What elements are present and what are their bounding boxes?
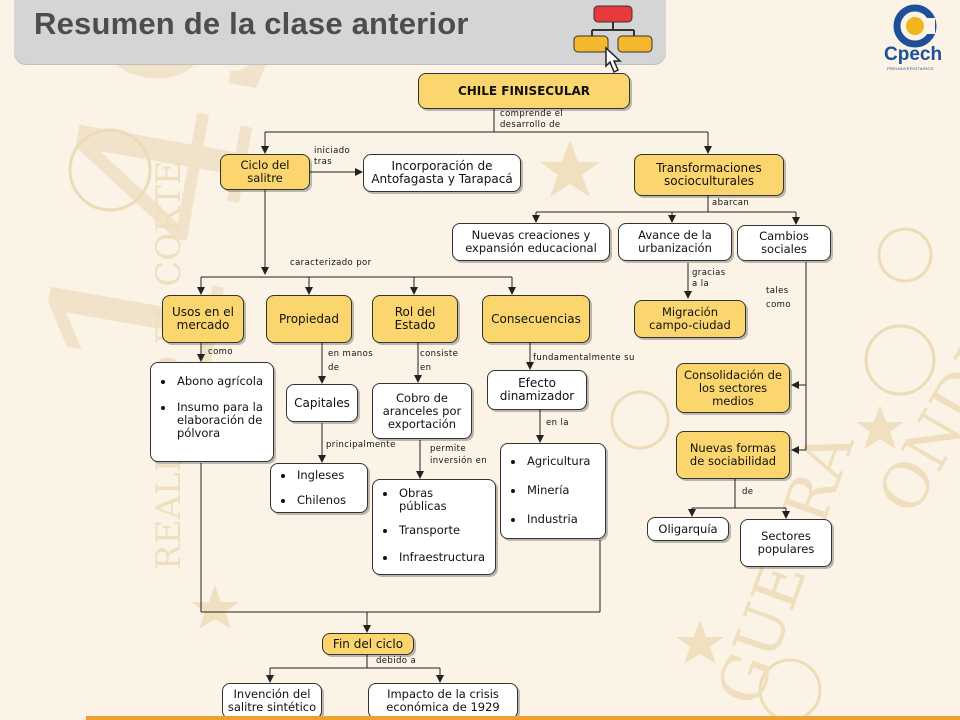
label-consiste: consiste en [420,349,459,373]
node-capitales: Capitales [286,384,358,422]
concept-map-click-icon [573,5,653,74]
list-item: Minería [525,484,599,497]
label-debido: debido a [376,656,417,666]
node-sectores-populares: Sectores populares [740,519,832,567]
page-title: Resumen de la clase anterior [34,6,469,41]
label-en-manos: en manos de [328,349,374,373]
list-obras: Obras públicas Transporte Infraestructur… [372,479,496,575]
logo-text: Cpech [884,44,943,65]
cpech-logo-icon [893,4,937,48]
list-item: Chilenos [295,494,361,507]
node-consolidacion: Consolidación de los sectores medios [676,363,790,413]
node-ciclo-del-salitre: Ciclo del salitre [220,154,310,190]
label-como: como [208,347,233,357]
node-nuevas-creaciones: Nuevas creaciones y expansión educaciona… [452,223,610,261]
list-item: Obras públicas [397,487,489,513]
bottom-rule [86,716,960,720]
list-propiedad: Ingleses Chilenos [270,463,368,513]
node-avance-urbanizacion: Avance de la urbanización [618,223,732,261]
node-fin-ciclo: Fin del ciclo [322,633,414,655]
list-item: Agricultura [525,455,599,468]
node-nuevas-formas: Nuevas formas de sociabilidad [676,431,790,479]
list-item: Insumo para la elaboración de pólvora [175,401,267,440]
label-permite: permite inversión en [430,444,487,466]
node-consecuencias: Consecuencias [482,295,590,343]
node-rol-estado: Rol del Estado [372,295,458,343]
label-gracias: gracias a la [692,268,726,289]
list-efecto: Agricultura Minería Industria [500,443,606,539]
node-invencion: Invención del salitre sintético [222,683,322,719]
list-item: Infraestructura [397,551,489,564]
label-fundamentalmente: fundamentalmente su [533,353,635,363]
node-transformaciones: Transformaciones socioculturales [634,154,784,196]
label-abarcan: abarcan [712,198,750,208]
label-tales: tales como [766,286,791,310]
list-item: Ingleses [295,469,361,482]
node-chile-finisecular: CHILE FINISECULAR [418,73,630,109]
label-en-la: en la [546,418,569,428]
node-efecto-dinamizador: Efecto dinamizador [487,370,587,410]
label-iniciado: iniciado tras [314,146,351,167]
label-caracterizado: caracterizado por [290,258,372,268]
node-incorporacion: Incorporación de Antofagasta y Tarapacá [363,154,521,192]
label-principalmente: principalmente [326,440,396,450]
logo-subtext: PREUNIVERSITARIOS [887,66,934,71]
node-cobro-aranceles: Cobro de aranceles por exportación [372,383,472,439]
label-de: de [742,487,754,497]
node-impacto-crisis: Impacto de la crisis económica de 1929 [368,683,518,719]
label-comprende: comprende el desarrollo de [500,109,564,130]
node-usos-mercado: Usos en el mercado [162,295,244,343]
list-item: Industria [525,513,599,526]
title-bar [14,0,666,64]
list-item: Abono agrícola [175,375,267,388]
node-cambios-sociales: Cambios sociales [737,225,831,261]
node-propiedad: Propiedad [266,295,352,343]
list-item: Transporte [397,524,489,537]
node-migracion: Migración campo-ciudad [634,300,746,338]
list-usos: Abono agrícola Insumo para la elaboració… [150,362,274,462]
node-oligarquia: Oligarquía [647,517,729,541]
